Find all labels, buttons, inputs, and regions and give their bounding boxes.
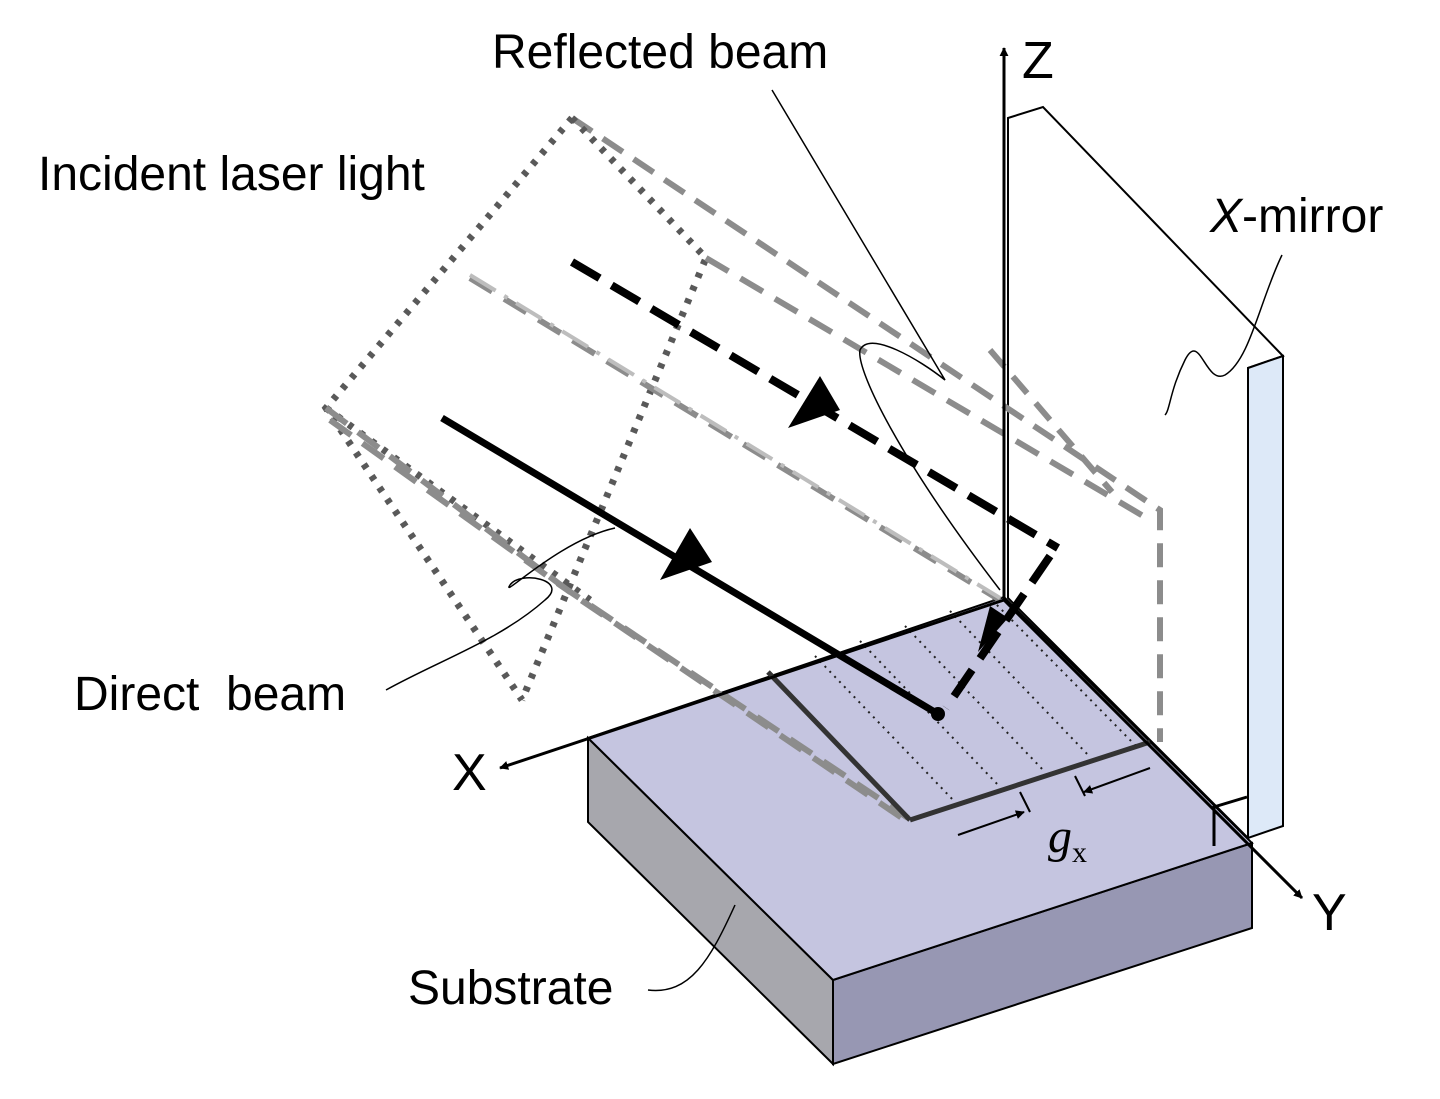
beam-envelope [324, 255, 1152, 823]
direct-beam-label: Direct beam [74, 668, 346, 721]
mirror-edge [1247, 354, 1284, 840]
x-mirror-label: X-mirror [1209, 190, 1383, 243]
mirror-leader [1164, 254, 1283, 416]
dash-dot-ray [468, 273, 1002, 600]
substrate-top-face [586, 595, 1254, 982]
gap-label: gx [1048, 810, 1087, 869]
substrate-leader [647, 904, 736, 992]
right-angle-marker [1212, 795, 1248, 846]
y-axis-label: Y [1312, 884, 1347, 942]
x-mirror-label-prefix: X [1209, 190, 1244, 243]
interference-region [766, 599, 1151, 823]
gap-subscript: x [1072, 836, 1087, 869]
gap-indicator [957, 767, 1151, 836]
y-axis [1002, 598, 1304, 900]
gap-arrow-left [957, 810, 1025, 836]
reflected-plane [570, 115, 1163, 742]
x-axis-label: X [452, 744, 487, 802]
leader-lines [385, 89, 1283, 992]
z-axis-label: Z [1022, 32, 1054, 90]
reflected-beam-leader [771, 89, 1001, 591]
gap-symbol: g [1048, 810, 1072, 863]
x-axis [499, 598, 1005, 770]
direct-beam-leader [385, 527, 616, 691]
direct-beam-ray [440, 414, 945, 721]
gap-arrow-right [1083, 767, 1151, 794]
x-mirror-label-suffix: -mirror [1242, 190, 1383, 243]
substrate-block [586, 595, 1254, 1067]
reflected-beam-ray [569, 258, 1061, 711]
substrate-label: Substrate [408, 962, 613, 1015]
reflected-beam-label: Reflected beam [492, 26, 828, 79]
axes [499, 47, 1304, 900]
incident-laser-label: Incident laser light [38, 148, 425, 201]
incident-plane [321, 115, 711, 702]
x-mirror [1007, 105, 1285, 841]
